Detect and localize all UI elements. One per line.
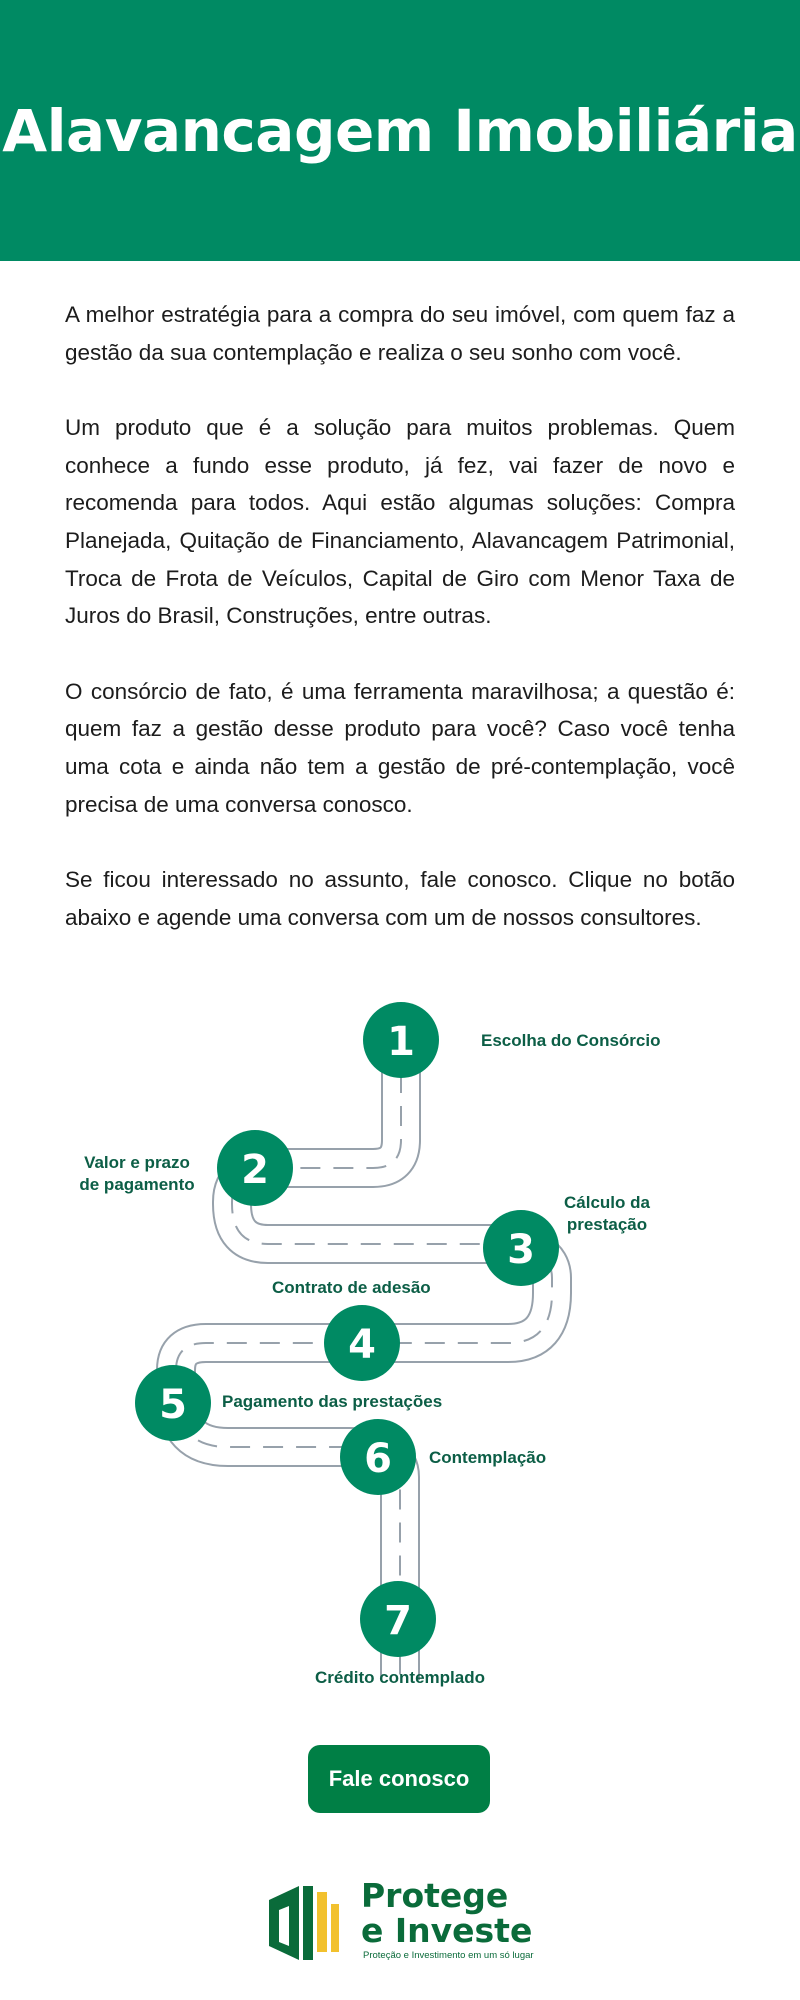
step-3-marker: 3 (483, 1210, 559, 1286)
step-6-number: 6 (364, 1436, 392, 1482)
road-illustration: 1 2 3 4 5 6 7 (135, 1002, 572, 1710)
paragraph-1: A melhor estratégia para a compra do seu… (65, 302, 735, 365)
step-5-label: Pagamento das prestações (222, 1392, 443, 1411)
step-3-label-line-2: prestação (566, 1215, 648, 1234)
paragraph-3: O consórcio de fato, é uma ferramenta ma… (65, 678, 735, 817)
paragraph-4: Se ficou interessado no assunto, fale co… (65, 867, 735, 930)
logo-brand-name: Protege e Investe (361, 1878, 532, 1948)
step-3-label-line-1: Cálculo da (564, 1193, 650, 1212)
step-1-marker: 1 (363, 1002, 439, 1078)
step-3-label: Cálculo da prestação (552, 1192, 662, 1236)
step-4-number: 4 (348, 1322, 376, 1368)
logo-tagline: Proteção e Investimento em um só lugar (363, 1950, 534, 1961)
step-4-marker: 4 (324, 1305, 400, 1381)
step-1-number: 1 (387, 1019, 415, 1065)
company-logo: Protege e Investe Proteção e Investiment… (265, 1878, 545, 1964)
step-3-number: 3 (507, 1227, 535, 1273)
step-6-marker: 6 (340, 1419, 416, 1495)
step-2-number: 2 (241, 1147, 269, 1193)
step-2-label-line-2: de pagamento (79, 1175, 195, 1194)
contact-us-button[interactable]: Fale conosco (308, 1745, 490, 1813)
step-7-label: Crédito contemplado (314, 1668, 485, 1687)
page-title: Alavancagem Imobiliária (2, 96, 798, 165)
intro-text: A melhor estratégia para a compra do seu… (65, 296, 735, 974)
step-2-label-line-1: Valor e prazo (84, 1153, 190, 1172)
paragraph-2: Um produto que é a solução para muitos p… (65, 415, 735, 629)
page-header: Alavancagem Imobiliária (0, 0, 800, 261)
step-2-label: Valor e prazo de pagamento (72, 1152, 202, 1196)
step-7-number: 7 (384, 1598, 412, 1644)
step-4-label: Contrato de adesão (272, 1278, 431, 1297)
step-1-label: Escolha do Consórcio (481, 1031, 661, 1050)
logo-brand-line-2: e Investe (361, 1911, 533, 1950)
logo-brand-line-1: Protege (361, 1876, 509, 1915)
logo-mark-icon (269, 1886, 339, 1960)
step-5-number: 5 (159, 1382, 187, 1428)
step-7-marker: 7 (360, 1581, 436, 1657)
step-6-label: Contemplação (429, 1448, 547, 1467)
step-2-marker: 2 (217, 1130, 293, 1206)
step-5-marker: 5 (135, 1365, 211, 1441)
consortium-journey-diagram: 1 2 3 4 5 6 7 Escolha do Consórcio Valor… (0, 990, 800, 1710)
